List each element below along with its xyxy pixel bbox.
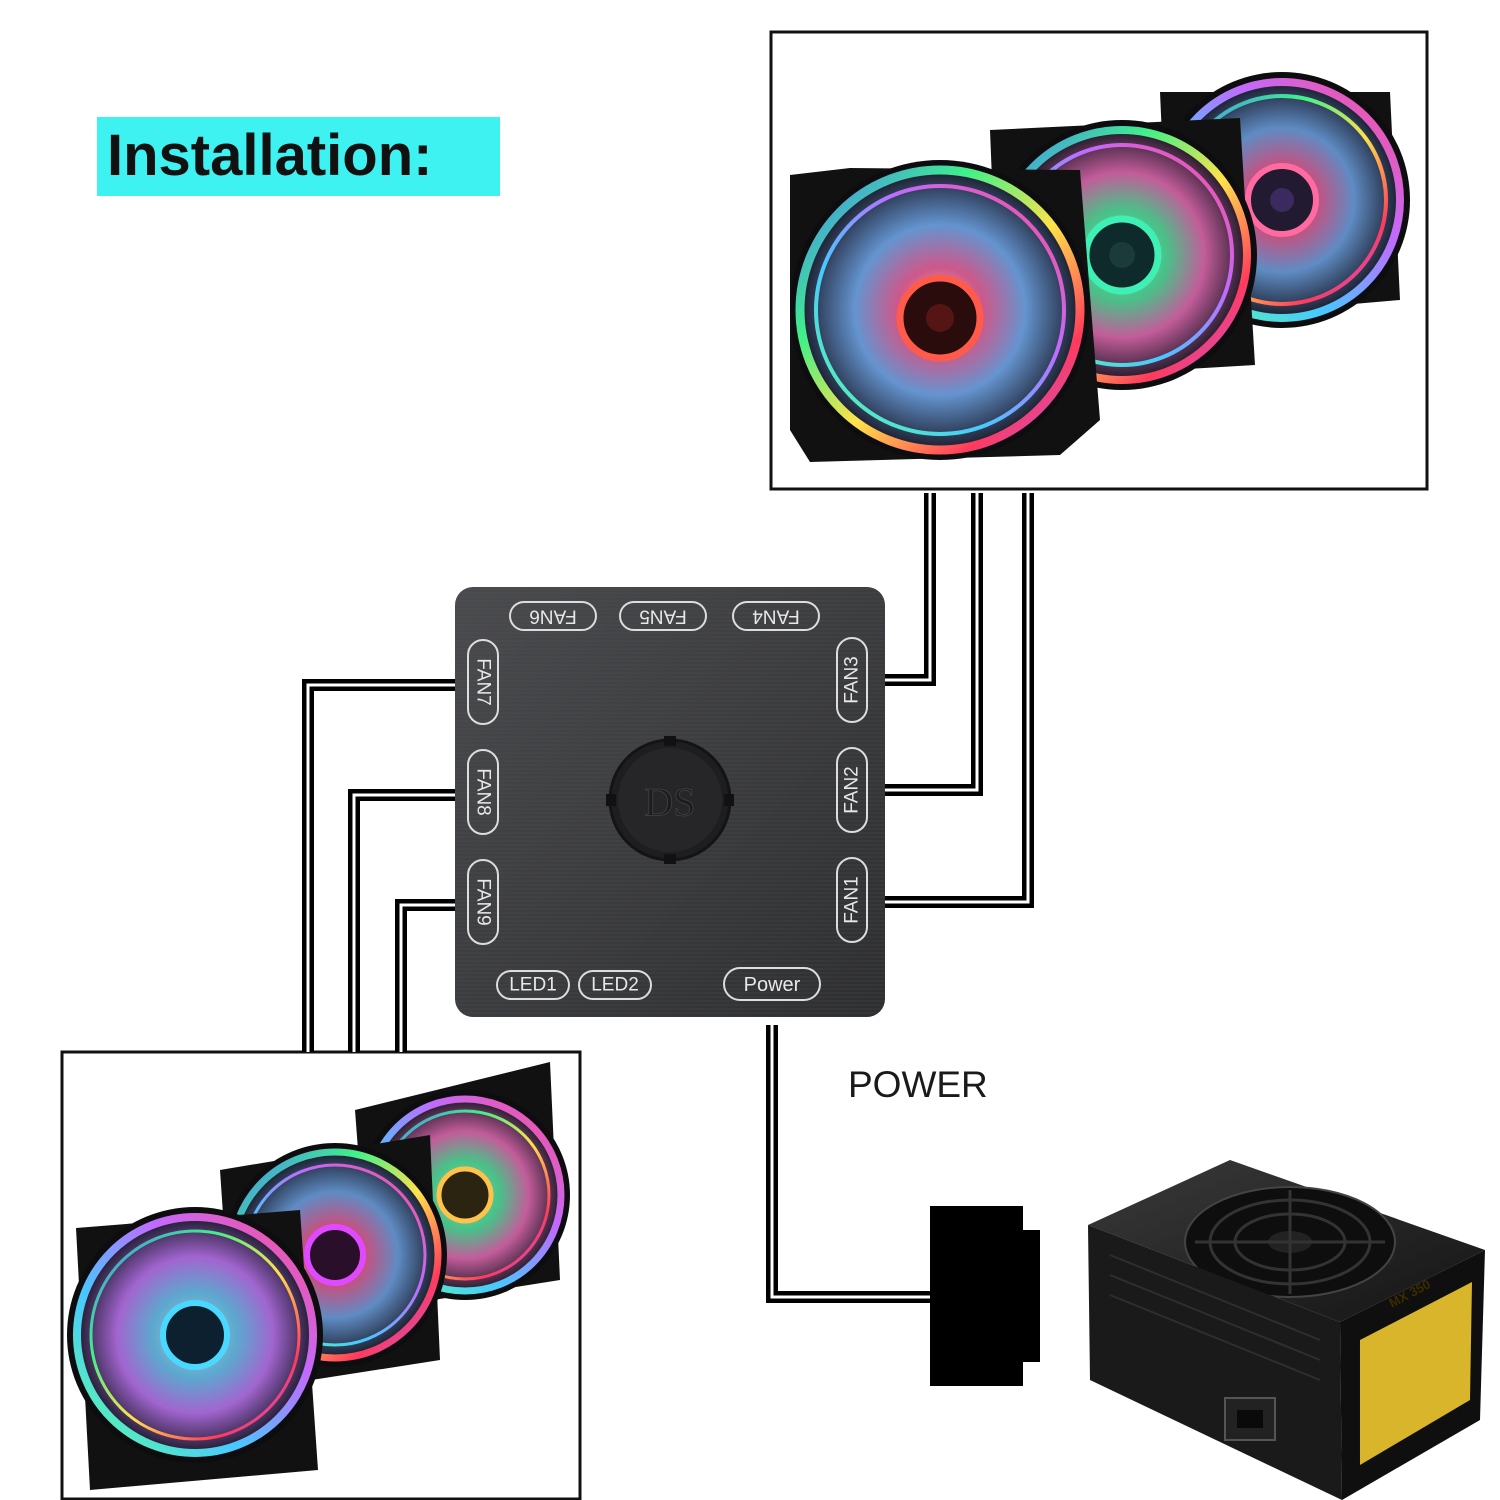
title-highlight: Installation: — [97, 117, 500, 196]
port-led1: LED1 — [496, 970, 570, 1000]
svg-text:LED1: LED1 — [509, 975, 557, 996]
fan-cables-left-inner — [306, 683, 455, 1052]
rgb-fan-icon — [790, 160, 1100, 462]
fan-cables-left — [302, 679, 455, 1052]
port-fan7: FAN7 — [467, 639, 499, 725]
svg-text:FAN9: FAN9 — [473, 878, 494, 926]
port-fan5: FAN5 — [619, 601, 707, 631]
port-power: Power — [723, 967, 821, 1001]
power-caption: POWER — [848, 1064, 988, 1105]
top-fan-group — [790, 72, 1410, 462]
power-cable-inner — [770, 1025, 932, 1299]
ds-logo-knob: DS — [606, 736, 734, 864]
power-connector-icon — [930, 1206, 1040, 1386]
svg-text:FAN5: FAN5 — [639, 606, 687, 627]
bottom-fan-group — [67, 1062, 570, 1490]
port-fan1: FAN1 — [836, 857, 868, 943]
fan-cables-right-inner — [884, 493, 1030, 904]
svg-text:FAN4: FAN4 — [752, 606, 800, 627]
port-led2: LED2 — [578, 970, 652, 1000]
fan-hub: FAN6 FAN5 FAN4 FAN3 FAN2 FAN1 FAN7 — [455, 587, 885, 1017]
svg-text:FAN1: FAN1 — [842, 876, 863, 924]
port-fan3: FAN3 — [836, 637, 868, 723]
ds-logo: DS — [644, 780, 695, 825]
page-title: Installation: — [107, 123, 433, 188]
svg-text:FAN3: FAN3 — [842, 656, 863, 704]
svg-text:FAN2: FAN2 — [842, 766, 863, 814]
power-supply-icon: MX 350 — [1088, 1160, 1485, 1500]
port-fan2: FAN2 — [836, 747, 868, 833]
svg-text:FAN8: FAN8 — [473, 768, 494, 816]
svg-text:FAN6: FAN6 — [529, 606, 577, 627]
port-fan4: FAN4 — [732, 601, 820, 631]
rgb-fan-icon — [67, 1207, 323, 1490]
svg-text:Power: Power — [744, 974, 801, 996]
fan-cables-right — [884, 493, 1034, 908]
svg-text:LED2: LED2 — [591, 975, 639, 996]
port-fan6: FAN6 — [509, 601, 597, 631]
port-fan9: FAN9 — [467, 859, 499, 945]
port-fan8: FAN8 — [467, 749, 499, 835]
svg-text:FAN7: FAN7 — [473, 658, 494, 706]
